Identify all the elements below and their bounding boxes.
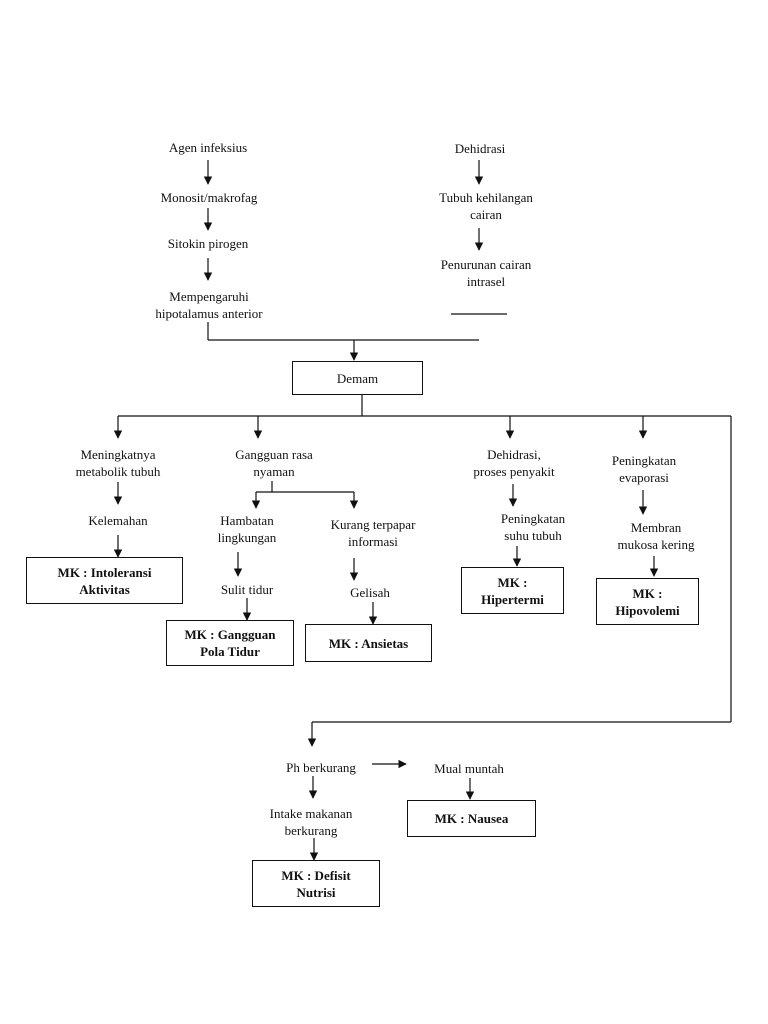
node-monosit-makrofag: Monosit/makrofag (160, 190, 258, 205)
node-demam: Demam (292, 361, 423, 395)
node-sitokin-pirogen: Sitokin pirogen (167, 236, 249, 251)
node-mempengaruhi-hipotalamus: Mempengaruhi hipotalamus anterior (155, 289, 263, 321)
diagnosis-hipovolemi: MK : Hipovolemi (596, 578, 699, 625)
node-gelisah: Gelisah (350, 585, 390, 600)
node-dehidrasi: Dehidrasi (454, 141, 506, 156)
node-hambatan-lingkungan: Hambatan lingkungan (217, 513, 277, 545)
diagnosis-ansietas: MK : Ansietas (305, 624, 432, 662)
node-intake-makanan-berkurang: Intake makanan berkurang (269, 806, 353, 838)
node-meningkatnya-metabolik: Meningkatnya metabolik tubuh (75, 447, 161, 479)
node-mual-muntah: Mual muntah (434, 761, 504, 776)
diagnosis-gangguan-pola-tidur: MK : Gangguan Pola Tidur (166, 620, 294, 666)
diagnosis-defisit-nutrisi: MK : Defisit Nutrisi (252, 860, 380, 907)
diagnosis-nausea: MK : Nausea (407, 800, 536, 837)
node-kelemahan: Kelemahan (88, 513, 148, 528)
node-peningkatan-suhu-tubuh: Peningkatan suhu tubuh (500, 511, 566, 543)
diagnosis-intoleransi-aktivitas: MK : Intoleransi Aktivitas (26, 557, 183, 604)
node-peningkatan-evaporasi: Peningkatan evaporasi (611, 453, 677, 485)
node-tubuh-kehilangan-cairan: Tubuh kehilangan cairan (439, 190, 533, 222)
node-membran-mukosa-kering: Membran mukosa kering (617, 520, 695, 552)
node-kurang-terpapar-informasi: Kurang terpapar informasi (330, 517, 416, 549)
node-penurunan-cairan-intrasel: Penurunan cairan intrasel (440, 257, 532, 289)
node-dehidrasi-proses-penyakit: Dehidrasi, proses penyakit (473, 447, 555, 479)
node-ph-berkurang: Ph berkurang (286, 760, 356, 775)
node-sulit-tidur: Sulit tidur (220, 582, 274, 597)
node-gangguan-rasa-nyaman: Gangguan rasa nyaman (235, 447, 313, 479)
diagnosis-hipertermi: MK : Hipertermi (461, 567, 564, 614)
node-agen-infeksius: Agen infeksius (168, 140, 248, 155)
